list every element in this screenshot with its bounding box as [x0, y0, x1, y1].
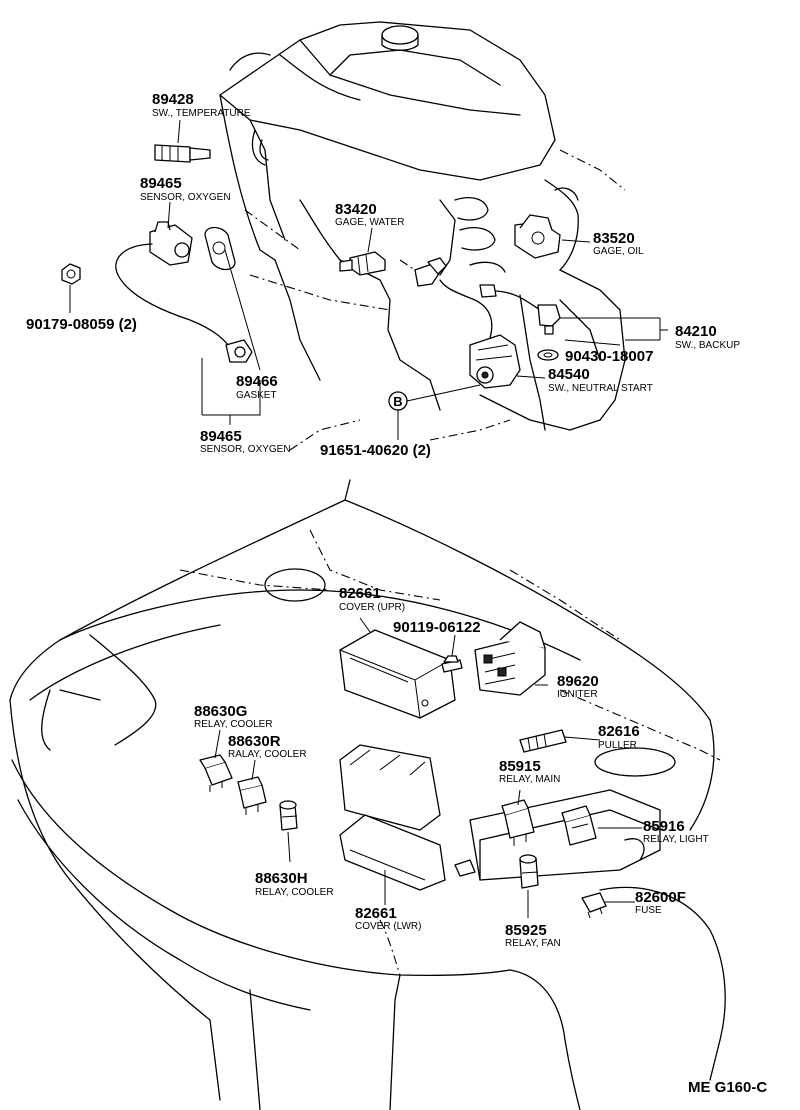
label-88630G-number: 88630G [194, 703, 247, 720]
label-89465a-number: 89465 [140, 175, 182, 192]
label-84540-name: SW., NEUTRAL START [548, 383, 653, 394]
labels: 89428 SW., TEMPERATURE 89465 SENSOR, OXY… [26, 91, 767, 1096]
label-82661a-number: 82661 [339, 585, 381, 602]
label-84540-number: 84540 [548, 366, 590, 383]
label-89620-number: 89620 [557, 673, 599, 690]
label-88630R-name: RALAY, COOLER [228, 749, 307, 760]
relay-cooler-r-icon[interactable] [237, 776, 267, 815]
label-89466-number: 89466 [236, 373, 278, 390]
nut-icon[interactable] [61, 263, 81, 285]
label-85915-number: 85915 [499, 758, 541, 775]
oxygen-sensor-lower-icon[interactable] [225, 339, 253, 363]
puller-icon[interactable] [519, 729, 567, 753]
backup-switch-icon[interactable] [479, 284, 561, 335]
leader-lines-upper [69, 119, 668, 440]
label-89465b-name: SENSOR, OXYGEN [200, 444, 291, 455]
engine-outline [219, 21, 626, 451]
label-84210-name: SW., BACKUP [675, 340, 740, 351]
water-gage-icon[interactable] [339, 251, 386, 276]
label-89428-name: SW., TEMPERATURE [152, 108, 251, 119]
label-83520-name: GAGE, OIL [593, 246, 644, 257]
label-82616-name: PULLER [598, 740, 637, 751]
cover-upper-icon[interactable] [339, 629, 456, 719]
callout-b-label: B [393, 394, 402, 409]
label-88630H-number: 88630H [255, 870, 308, 887]
gasket-icon[interactable] [204, 226, 236, 271]
temperature-switch-icon[interactable] [154, 144, 211, 163]
label-88630H-name: RELAY, COOLER [255, 887, 334, 898]
oxygen-sensor-upper-icon[interactable] [115, 221, 233, 351]
label-90179-number: 90179-08059 (2) [26, 316, 137, 333]
relay-main-icon[interactable] [501, 799, 535, 846]
bolt-icon[interactable] [441, 655, 463, 673]
label-82600F-name: FUSE [635, 905, 662, 916]
label-89620-name: IGNITER [557, 689, 598, 700]
label-85916-name: RELAY, LIGHT [643, 834, 709, 845]
neutral-start-switch-icon[interactable] [414, 257, 521, 389]
label-89466-name: GASKET [236, 390, 277, 401]
label-89465a-name: SENSOR, OXYGEN [140, 192, 231, 203]
label-82616-number: 82616 [598, 723, 640, 740]
label-83420-name: GAGE, WATER [335, 217, 404, 228]
relay-light-icon[interactable] [561, 805, 597, 846]
label-82600F-number: 82600F [635, 889, 686, 906]
label-88630G-name: RELAY, COOLER [194, 719, 273, 730]
leader-lines-lower [214, 617, 642, 918]
relay-fan-icon[interactable] [519, 854, 539, 889]
figure-id: ME G160-C [688, 1079, 767, 1096]
label-82661a-name: COVER (UPR) [339, 602, 405, 613]
label-83420-number: 83420 [335, 201, 377, 218]
label-89428-number: 89428 [152, 91, 194, 108]
label-82661b-number: 82661 [355, 905, 397, 922]
label-90119-number: 90119-06122 [393, 619, 481, 636]
label-90430-number: 90430-18007 [565, 348, 653, 365]
relay-cooler-h-icon[interactable] [279, 800, 298, 831]
label-85915-name: RELAY, MAIN [499, 774, 560, 785]
fuse-icon[interactable] [581, 892, 607, 919]
gasket-washer-icon[interactable] [537, 349, 559, 361]
label-85925-name: RELAY, FAN [505, 938, 561, 949]
label-91651-number: 91651-40620 (2) [320, 442, 431, 459]
label-85925-number: 85925 [505, 922, 547, 939]
label-88630R-number: 88630R [228, 733, 281, 750]
relay-cooler-g-icon[interactable] [199, 754, 233, 792]
callout-b: B [388, 391, 408, 411]
relay-box [469, 789, 661, 881]
label-84210-number: 84210 [675, 323, 717, 340]
cover-lower-icon[interactable] [339, 744, 476, 891]
label-82661b-name: COVER (LWR) [355, 921, 421, 932]
oil-gage-icon[interactable] [514, 214, 561, 259]
label-83520-number: 83520 [593, 230, 635, 247]
igniter-icon[interactable] [474, 621, 546, 696]
body-outline [9, 479, 726, 1110]
label-89465b-number: 89465 [200, 428, 242, 445]
label-85916-number: 85916 [643, 818, 685, 835]
